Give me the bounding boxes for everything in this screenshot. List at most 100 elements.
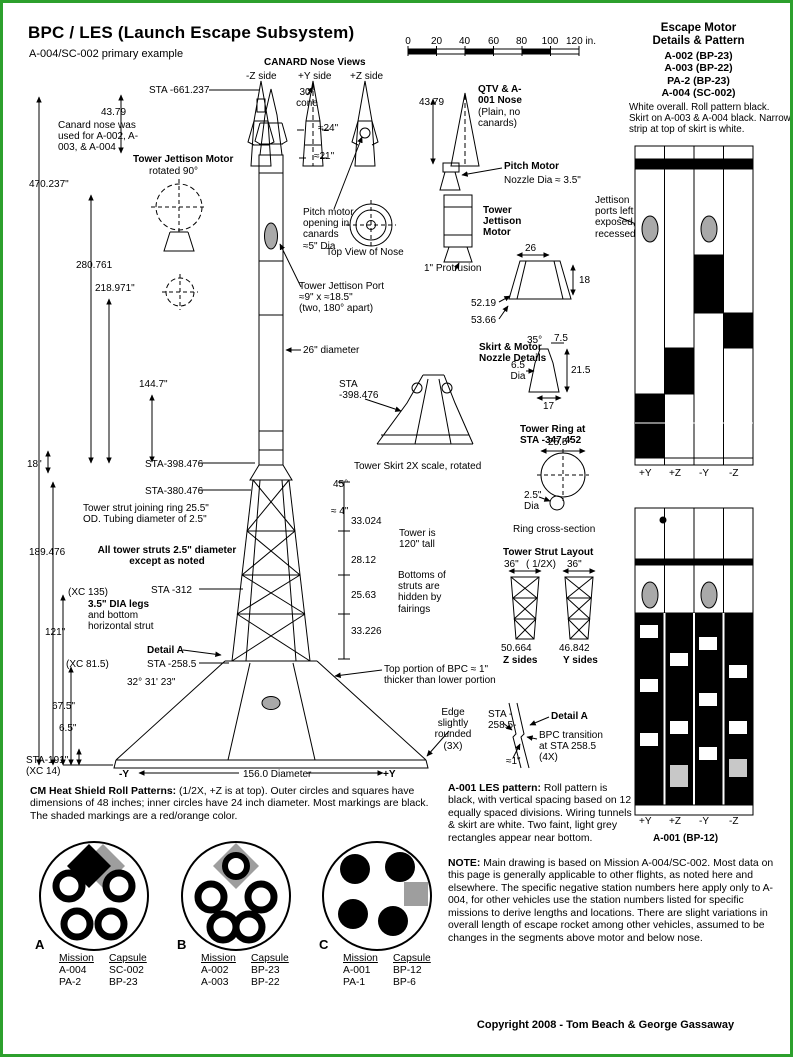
escape-motor-mission: A-003 (BP-22)	[664, 62, 733, 75]
page-title: BPC / LES (Launch Escape Subsystem)	[28, 23, 355, 42]
cm-heatshield-note-text: (1/2X, +Z is at top). Outer circles and …	[30, 786, 429, 822]
column-header: Capsule	[393, 953, 431, 964]
main-note-text: Main drawing is based on Mission A-004/S…	[448, 858, 774, 944]
escape-motor-pattern-strip	[634, 145, 754, 466]
annotation-label: +Z	[669, 816, 681, 827]
main-note: NOTE: Main drawing is based on Mission A…	[448, 858, 786, 945]
detail-a-drawing	[502, 702, 550, 769]
a001-note-text: Roll pattern is black, with vertical spa…	[448, 783, 632, 844]
annotation-label: 120 in.	[565, 36, 597, 47]
annotation-label: 2.5" Dia	[524, 490, 542, 513]
annotation-label: 43.79	[419, 97, 445, 108]
annotation-label: STA-191" (XC 14)	[26, 755, 69, 778]
escape-motor-mission: PA-2 (BP-23)	[667, 74, 730, 87]
escape-motor-mission-list: A-002 (BP-23)A-003 (BP-22)PA-2 (BP-23)A-…	[636, 50, 761, 100]
annotation-label: STA - 258.5-	[488, 709, 517, 732]
annotation-label: STA -312	[151, 585, 192, 596]
annotation-label: Tower Skirt 2X scale, rotated	[354, 461, 482, 472]
annotation-label: 25.63	[351, 590, 377, 601]
dimension-lines	[36, 89, 436, 776]
annotation-label: 20	[430, 36, 443, 47]
annotation-label: -Z side	[246, 71, 277, 82]
column-header: Capsule	[251, 953, 289, 964]
annotation-label: ≈24"	[318, 123, 339, 134]
annotation-label: 18	[579, 275, 591, 286]
nose-top-view-drawing	[346, 200, 396, 250]
annotation-label: +Y	[639, 468, 652, 479]
page-subtitle: A-004/SC-002 primary example	[29, 48, 184, 60]
sta-661-label: STA -661.237	[149, 85, 210, 96]
annotation-label: Y sides	[563, 655, 598, 666]
annotation-label: (XC 81.5)	[66, 659, 109, 670]
column-header: Capsule	[109, 953, 147, 964]
annotation-label: 26	[525, 243, 537, 254]
column-header: Mission	[343, 953, 378, 964]
escape-motor-note: White overall. Roll pattern black. Skirt…	[629, 102, 791, 135]
annotation-label: Pitch motor opening in canards ≈5" Dia	[303, 207, 354, 252]
annotation-label: Edge slightly rounded (3X)	[434, 707, 472, 752]
annotation-label: 32° 31' 23"	[127, 677, 176, 688]
pitch-motor-label: Pitch Motor	[504, 161, 559, 172]
annotation-label: ≈ 4"	[331, 506, 349, 517]
tower-ring-label: Tower Ring at STA -347.452	[520, 424, 586, 447]
annotation-label: -Y	[699, 468, 709, 479]
annotation-label: 218.971"	[95, 283, 135, 294]
table-cell: BP-12	[393, 965, 422, 977]
annotation-label: STA -258.5	[147, 659, 197, 670]
annotation-label: 60	[487, 36, 500, 47]
annotation-label: ( 1/2X)	[526, 559, 557, 570]
annotation-label: Top View of Nose	[326, 247, 404, 258]
annotation-label: 52.19	[471, 298, 497, 309]
a001-pattern-strip	[634, 507, 754, 816]
detail-a-callout: Detail A	[147, 645, 184, 656]
annotation-label: 53.66	[471, 315, 497, 326]
annotation-label: rotated 90°	[149, 166, 199, 177]
scale-bar-icon	[407, 46, 580, 56]
table-cell: BP-6	[393, 977, 416, 989]
annotation-label: 50.664	[501, 643, 532, 654]
detail-a-title: Detail A	[551, 711, 588, 722]
annotation-label: 80	[515, 36, 528, 47]
table-cell: PA-2	[59, 977, 82, 989]
annotation-label: Top portion of BPC ≈ 1" thicker than low…	[384, 664, 496, 687]
annotation-label: 35°	[527, 335, 543, 346]
cm-heatshield-note-lead: CM Heat Shield Roll Patterns:	[30, 786, 177, 797]
annotation-label: 7.5	[554, 333, 568, 344]
annotation-label: 33.024	[351, 516, 382, 527]
annotation-label: 121"	[45, 627, 66, 638]
annotation-label: Tower strut joining ring 25.5" OD. Tubin…	[83, 503, 209, 526]
table-cell: A-001	[343, 965, 371, 977]
tower-jettison-motor-label: Tower Jettison Motor	[483, 205, 522, 239]
annotation-label: 67.5"	[52, 701, 76, 712]
a001-les-pattern-note: A-001 LES pattern: Roll pattern is black…	[448, 783, 632, 845]
annotation-label: 21.5	[571, 365, 591, 376]
escape-motor-heading-line2: Details & Pattern	[652, 35, 745, 48]
tower-ring-drawing	[537, 448, 589, 511]
heatshield-pattern-b	[181, 841, 291, 951]
annotation-label: +Y	[639, 816, 652, 827]
copyright-line: Copyright 2008 - Tom Beach & George Gass…	[476, 1019, 735, 1031]
annotation-label: 33.226	[351, 626, 382, 637]
tower-skirt-2x-drawing	[364, 374, 474, 445]
column-header: Mission	[59, 953, 94, 964]
table-cell: BP-22	[251, 977, 280, 989]
annotation-label: 280.761	[76, 260, 113, 271]
annotation-label: -Y	[699, 816, 709, 827]
annotation-label: 3.5" DIA legs	[88, 599, 150, 610]
annotation-label: 40	[458, 36, 471, 47]
annotation-label: BPC transition at STA 258.5 (4X)	[539, 730, 603, 764]
annotation-label: 6.5 Dia	[510, 360, 526, 383]
annotation-label: +Z	[669, 468, 681, 479]
annotation-label: STA-398.476	[145, 459, 204, 470]
skirt-nozzle-title: Skirt & Motor Nozzle Details	[479, 342, 547, 365]
annotation-label: and bottom horizontal strut	[88, 610, 154, 633]
